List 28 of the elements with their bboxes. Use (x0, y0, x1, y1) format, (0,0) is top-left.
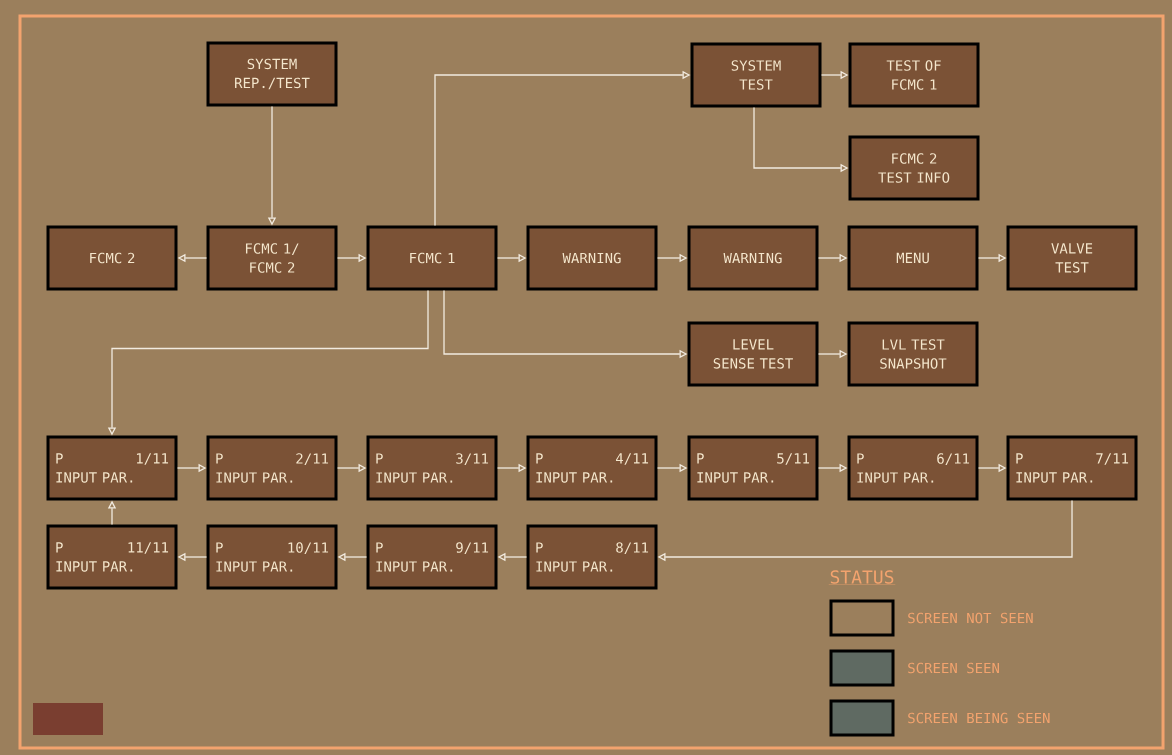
screen-box: FCMC 1 (366, 225, 498, 291)
legend-text: SCREEN NOT SEEN (908, 612, 1033, 624)
parameter-page-box: P 2/11 INPUT PAR. (206, 435, 338, 501)
screen-box: TEST OF FCMC 1 (848, 42, 980, 108)
legend-text: SCREEN SEEN (908, 662, 999, 674)
parameter-page-box: P 9/11 INPUT PAR. (366, 524, 498, 590)
screen-box: SYSTEM TEST (690, 42, 822, 108)
screen-box: SYSTEM REP./TEST (206, 41, 338, 107)
parameter-page-box: P 5/11 INPUT PAR. (687, 435, 819, 501)
parameter-page-box: P 10/11 INPUT PAR. (206, 524, 338, 590)
parameter-page-box: P 6/11 INPUT PAR. (847, 435, 979, 501)
parameter-page-box: P 1/11 INPUT PAR. (46, 435, 178, 501)
screen-box: MENU (847, 225, 979, 291)
parameter-page-box: P 3/11 INPUT PAR. (366, 435, 498, 501)
parameter-page-box: P 4/11 INPUT PAR. (526, 435, 658, 501)
screen-box: VALVE TEST (1006, 225, 1138, 291)
parameter-page-box: P 11/11 INPUT PAR. (46, 524, 178, 590)
screen-box: FCMC 1/ FCMC 2 (206, 225, 338, 291)
legend-heading: STATUS (828, 570, 896, 585)
parameter-page-box: P 7/11 INPUT PAR. (1006, 435, 1138, 501)
screen-box: FCMC 2 (46, 225, 178, 291)
parameter-page-box: P 8/11 INPUT PAR. (526, 524, 658, 590)
legend-text: SCREEN BEING SEEN (908, 712, 1050, 724)
screen-box: WARNING (687, 225, 819, 291)
screen-box: WARNING (526, 225, 658, 291)
screen-box: LVL TEST SNAPSHOT (847, 321, 979, 387)
screen-box: FCMC 2 TEST INFO (848, 135, 980, 201)
screen-box: LEVEL SENSE TEST (687, 321, 819, 387)
